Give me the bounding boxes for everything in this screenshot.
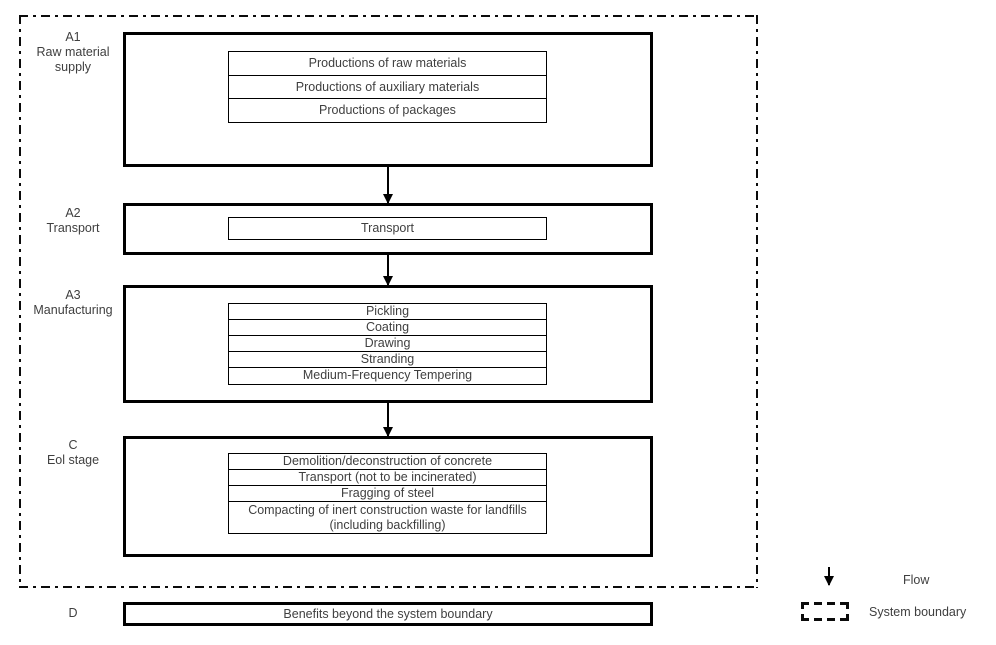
legend-label-system-boundary: System boundary [869,605,967,619]
stage-label-a3: A3 Manufacturing [33,288,113,317]
process-box[interactable]: Productions of auxiliary materials [228,74,547,100]
flow-arrow-a2-to-a3 [387,255,389,285]
stage-label-d: D [68,606,78,620]
legend-dashed-rectangle-icon [801,602,849,621]
process-box[interactable]: Coating [228,319,547,337]
process-box[interactable]: Demolition/deconstruction of concrete [228,453,547,471]
system-boundary-right-edge [756,15,758,588]
process-stack-a1: Productions of raw materials Productions… [228,51,547,123]
flow-arrow-a1-to-a2 [387,167,389,203]
system-boundary-top-edge [19,15,758,17]
process-box[interactable]: Medium-Frequency Tempering [228,367,547,385]
legend-dashbox-right-edge [846,602,849,621]
legend-dashbox-bottom-edge [801,618,849,621]
stage-label-a2: A2 Transport [46,206,100,235]
flow-arrow-a3-to-c [387,403,389,436]
process-box[interactable]: Productions of raw materials [228,51,547,76]
module-d-box[interactable]: Benefits beyond the system boundary [123,602,653,626]
process-box[interactable]: Fragging of steel [228,485,547,503]
process-box[interactable]: Pickling [228,303,547,321]
system-boundary-bottom-edge [19,586,758,588]
process-box[interactable]: Compacting of inert construction waste f… [228,501,547,534]
process-box[interactable]: Transport (not to be incinerated) [228,469,547,487]
process-box[interactable]: Stranding [228,351,547,369]
process-box[interactable]: Drawing [228,335,547,353]
process-stack-a2: Transport [228,217,547,240]
process-box[interactable]: Transport [228,217,547,240]
process-box[interactable]: Productions of packages [228,98,547,123]
legend-down-arrow-icon [828,567,830,585]
stage-label-c: C Eol stage [46,438,100,467]
legend-dashbox-top-edge [801,602,849,605]
process-stack-c: Demolition/deconstruction of concrete Tr… [228,453,547,534]
legend-dashbox-left-edge [801,602,804,621]
stage-label-a1: A1 Raw material supply [36,30,110,74]
process-stack-a3: Pickling Coating Drawing Stranding Mediu… [228,303,547,385]
legend-label-flow: Flow [903,573,930,587]
